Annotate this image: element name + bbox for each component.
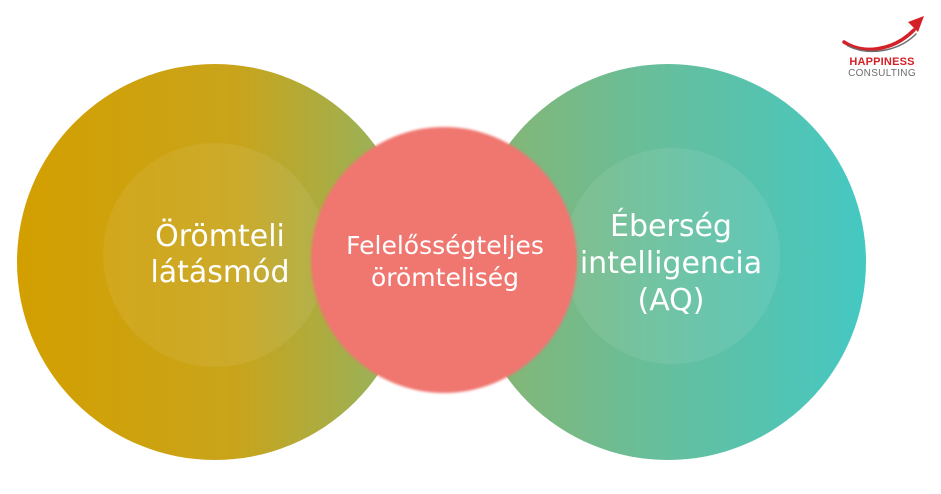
right-label-line-3: (AQ)	[637, 282, 705, 318]
left-circle-label: Örömteli látásmód	[120, 215, 320, 295]
center-circle-label: Felelősségteljes örömteliség	[318, 222, 572, 302]
center-circle-fill	[314, 130, 574, 390]
logo-text-consulting: CONSULTING	[848, 68, 916, 79]
left-circle	[17, 64, 413, 460]
center-label-line-1: Felelősségteljes	[346, 231, 544, 260]
right-circle-label: Éberség intelligencia (AQ)	[566, 203, 776, 323]
right-circle	[470, 64, 866, 460]
logo-swoosh-icon	[842, 16, 924, 53]
center-label-line-2: örömteliség	[370, 263, 520, 292]
right-label-line-1: Éberség	[610, 208, 732, 244]
left-label-line-2: látásmód	[150, 255, 290, 290]
left-label-line-1: Örömteli	[155, 219, 285, 254]
right-inner-circle	[564, 148, 780, 364]
logo-text-happiness: HAPPINESS	[849, 56, 915, 68]
right-label-line-2: intelligencia	[579, 245, 763, 281]
left-inner-circle	[103, 143, 327, 367]
happiness-consulting-logo: HAPPINESS CONSULTING	[832, 12, 932, 84]
